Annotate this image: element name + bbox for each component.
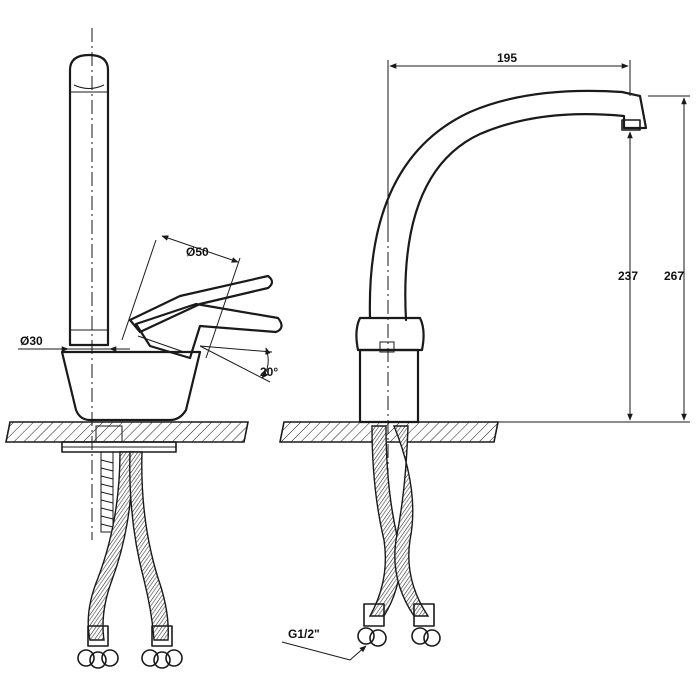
body-diameter-dimension: Ø30 bbox=[18, 334, 130, 352]
side-hose-right bbox=[129, 451, 169, 641]
lever-angle-label: 20° bbox=[260, 365, 278, 379]
lever-diameter-dimension: Ø50 bbox=[121, 235, 241, 359]
side-hose-fitting-right bbox=[141, 625, 183, 669]
side-hose-fitting-left bbox=[77, 625, 119, 669]
front-hose-fitting-left bbox=[357, 603, 387, 647]
total-height-label: 267 bbox=[664, 269, 684, 283]
countertop-right bbox=[279, 421, 499, 443]
front-view: 195 237 267 G bbox=[279, 51, 690, 661]
spout-clearance-dimension: 237 bbox=[618, 131, 638, 421]
side-threaded-stud bbox=[100, 451, 114, 533]
front-aerator bbox=[621, 119, 641, 131]
connection-thread-label: G1/2" bbox=[288, 627, 320, 641]
side-hose-left bbox=[87, 451, 133, 641]
spout-reach-label: 195 bbox=[497, 51, 517, 65]
lever-angle-dimension: 20° bbox=[199, 345, 278, 383]
spout-clearance-label: 237 bbox=[618, 269, 638, 283]
side-spout bbox=[68, 53, 110, 347]
connection-thread-dimension: G1/2" bbox=[281, 627, 367, 661]
side-mounting-plate bbox=[61, 425, 177, 453]
spout-reach-dimension: 195 bbox=[387, 51, 631, 230]
lever-diameter-label: Ø50 bbox=[186, 245, 209, 259]
side-body bbox=[60, 350, 202, 422]
front-hose-fitting-right bbox=[411, 603, 441, 647]
side-lever bbox=[128, 274, 283, 360]
front-spout bbox=[368, 89, 648, 322]
front-hose-left bbox=[368, 425, 401, 617]
countertop-left bbox=[5, 421, 249, 443]
total-height-dimension: 267 bbox=[498, 95, 690, 423]
front-body bbox=[355, 316, 425, 424]
side-view: Ø50 Ø30 20° bbox=[5, 28, 283, 669]
front-hose-right bbox=[392, 425, 430, 617]
body-diameter-label: Ø30 bbox=[20, 334, 43, 348]
